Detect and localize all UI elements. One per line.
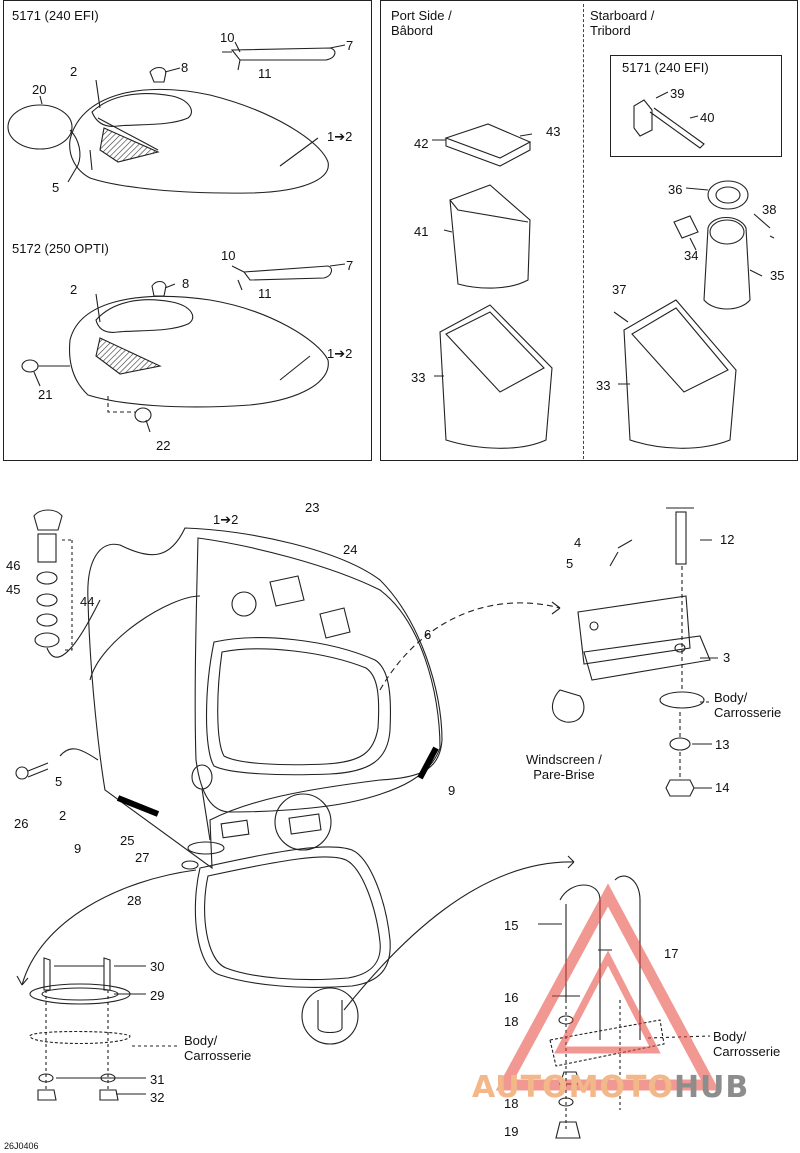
callout-23: 23 [305, 500, 320, 515]
callout-1-a: 1➔2 [327, 129, 353, 144]
callout-1-b: 1➔2 [327, 346, 353, 361]
body-reference-label-right-clamp: Body/ Carrosserie [713, 1029, 781, 1059]
callout-13: 13 [715, 737, 730, 752]
callout-15: 15 [504, 918, 519, 933]
callout-35: 35 [770, 268, 785, 283]
callout-11-a: 11 [258, 66, 272, 81]
windscreen-label: Windscreen / Pare-Brise [526, 752, 602, 782]
panel-divider [583, 4, 584, 459]
callout-29: 29 [150, 988, 165, 1003]
callout-26: 26 [14, 816, 29, 831]
callout-18-a: 18 [504, 1014, 519, 1029]
header-5172-top-left: 5172 (250 OPTI) [12, 241, 109, 256]
callout-20: 20 [32, 82, 47, 97]
callout-18-b: 18 [504, 1096, 519, 1111]
callout-10-b: 10 [221, 248, 236, 263]
callout-36: 36 [668, 182, 683, 197]
panel-top-right [380, 0, 798, 461]
callout-9-a: 9 [74, 841, 82, 856]
callout-7-a: 7 [346, 38, 354, 53]
callout-1-c: 1➔2 [213, 512, 239, 527]
callout-2-b: 2 [70, 282, 78, 297]
callout-37: 37 [612, 282, 627, 297]
callout-19: 19 [504, 1124, 519, 1139]
callout-2-a: 2 [70, 64, 78, 79]
callout-22: 22 [156, 438, 171, 453]
callout-4: 4 [574, 535, 582, 550]
callout-16: 16 [504, 990, 519, 1005]
callout-6: 6 [424, 627, 432, 642]
callout-33-b: 33 [596, 378, 611, 393]
header-starboard: Starboard / Tribord [590, 8, 655, 38]
callout-40: 40 [700, 110, 715, 125]
callout-43: 43 [546, 124, 561, 139]
body-reference-label-windscreen: Body/ Carrosserie [714, 690, 782, 720]
header-5171-top-left: 5171 (240 EFI) [12, 8, 99, 23]
header-port-side: Port Side / Bâbord [391, 8, 452, 38]
figure-id: 26J0406 [4, 1141, 39, 1151]
callout-45: 45 [6, 582, 21, 597]
callout-46: 46 [6, 558, 21, 573]
callout-32: 32 [150, 1090, 165, 1105]
panel-starboard-inset [610, 55, 782, 157]
callout-11-b: 11 [258, 286, 272, 301]
callout-33-a: 33 [411, 370, 426, 385]
callout-3: 3 [723, 650, 731, 665]
callout-17: 17 [664, 946, 679, 961]
callout-38: 38 [762, 202, 777, 217]
callout-41: 41 [414, 224, 429, 239]
callout-44: 44 [80, 594, 95, 609]
callout-9-b: 9 [448, 783, 456, 798]
callout-34: 34 [684, 248, 699, 263]
callout-2-c: 2 [59, 808, 67, 823]
callout-42: 42 [414, 136, 429, 151]
callout-12: 12 [720, 532, 735, 547]
callout-5-a: 5 [52, 180, 60, 195]
callout-10-a: 10 [220, 30, 235, 45]
callout-39: 39 [670, 86, 685, 101]
callout-14: 14 [715, 780, 730, 795]
watermark-triangle [495, 883, 720, 1091]
callout-27: 27 [135, 850, 150, 865]
callout-7-b: 7 [346, 258, 354, 273]
callout-5-b: 5 [566, 556, 574, 571]
body-reference-label-left-clamp: Body/ Carrosserie [184, 1033, 252, 1063]
callout-25: 25 [120, 833, 135, 848]
panel-top-left [3, 0, 372, 461]
header-5171-inset: 5171 (240 EFI) [622, 60, 709, 75]
callout-5-c: 5 [55, 774, 63, 789]
callout-24: 24 [343, 542, 358, 557]
callout-8-a: 8 [181, 60, 189, 75]
callout-30: 30 [150, 959, 165, 974]
watermark-logo: AUTOMOTOHUB [472, 1070, 750, 1105]
callout-31: 31 [150, 1072, 165, 1087]
callout-21: 21 [38, 387, 53, 402]
callout-28: 28 [127, 893, 142, 908]
callout-8-b: 8 [182, 276, 190, 291]
